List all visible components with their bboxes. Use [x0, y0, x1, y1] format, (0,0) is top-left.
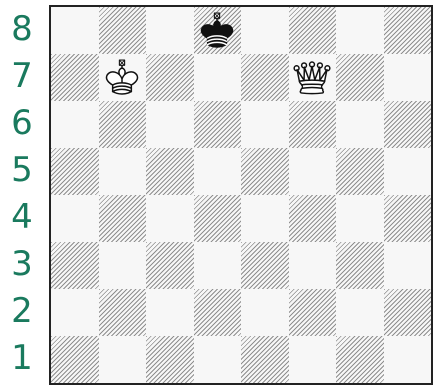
black-king-icon[interactable] [194, 7, 242, 54]
square-e7[interactable] [241, 54, 289, 101]
square-h5[interactable] [384, 148, 432, 195]
square-f3[interactable] [289, 242, 337, 289]
square-g3[interactable] [336, 242, 384, 289]
square-d4[interactable] [194, 195, 242, 242]
square-f1[interactable] [289, 336, 337, 383]
square-c1[interactable] [146, 336, 194, 383]
square-d8[interactable] [194, 7, 242, 54]
square-g1[interactable] [336, 336, 384, 383]
square-b3[interactable] [99, 242, 147, 289]
square-h6[interactable] [384, 101, 432, 148]
square-g7[interactable] [336, 54, 384, 101]
square-c6[interactable] [146, 101, 194, 148]
square-e8[interactable] [241, 7, 289, 54]
square-h8[interactable] [384, 7, 432, 54]
square-d5[interactable] [194, 148, 242, 195]
square-f7[interactable] [289, 54, 337, 101]
square-b2[interactable] [99, 289, 147, 336]
square-f2[interactable] [289, 289, 337, 336]
square-h7[interactable] [384, 54, 432, 101]
square-e5[interactable] [241, 148, 289, 195]
rank-label-6: 6 [0, 100, 44, 147]
square-e1[interactable] [241, 336, 289, 383]
square-a3[interactable] [51, 242, 99, 289]
square-b7[interactable] [99, 54, 147, 101]
square-b8[interactable] [99, 7, 147, 54]
white-king-icon[interactable] [99, 54, 147, 101]
square-c7[interactable] [146, 54, 194, 101]
square-g6[interactable] [336, 101, 384, 148]
rank-labels: 8 7 6 5 4 3 2 1 [0, 6, 48, 384]
square-b1[interactable] [99, 336, 147, 383]
square-c3[interactable] [146, 242, 194, 289]
square-a8[interactable] [51, 7, 99, 54]
square-g8[interactable] [336, 7, 384, 54]
square-d1[interactable] [194, 336, 242, 383]
rank-label-1: 1 [0, 335, 44, 382]
square-h2[interactable] [384, 289, 432, 336]
square-c8[interactable] [146, 7, 194, 54]
square-d6[interactable] [194, 101, 242, 148]
rank-label-3: 3 [0, 241, 44, 288]
rank-label-4: 4 [0, 194, 44, 241]
square-f4[interactable] [289, 195, 337, 242]
square-g4[interactable] [336, 195, 384, 242]
square-c2[interactable] [146, 289, 194, 336]
square-d2[interactable] [194, 289, 242, 336]
square-h1[interactable] [384, 336, 432, 383]
square-e3[interactable] [241, 242, 289, 289]
square-h4[interactable] [384, 195, 432, 242]
square-f6[interactable] [289, 101, 337, 148]
square-a2[interactable] [51, 289, 99, 336]
chess-board [49, 5, 433, 385]
square-a4[interactable] [51, 195, 99, 242]
square-e2[interactable] [241, 289, 289, 336]
square-a5[interactable] [51, 148, 99, 195]
square-c5[interactable] [146, 148, 194, 195]
rank-label-2: 2 [0, 288, 44, 335]
square-a7[interactable] [51, 54, 99, 101]
square-f5[interactable] [289, 148, 337, 195]
square-b4[interactable] [99, 195, 147, 242]
square-d7[interactable] [194, 54, 242, 101]
square-a6[interactable] [51, 101, 99, 148]
square-e4[interactable] [241, 195, 289, 242]
rank-label-7: 7 [0, 53, 44, 100]
rank-label-5: 5 [0, 147, 44, 194]
square-c4[interactable] [146, 195, 194, 242]
square-f8[interactable] [289, 7, 337, 54]
square-e6[interactable] [241, 101, 289, 148]
square-a1[interactable] [51, 336, 99, 383]
white-queen-icon[interactable] [289, 54, 337, 101]
rank-label-8: 8 [0, 6, 44, 53]
square-g5[interactable] [336, 148, 384, 195]
square-g2[interactable] [336, 289, 384, 336]
square-b6[interactable] [99, 101, 147, 148]
square-b5[interactable] [99, 148, 147, 195]
square-d3[interactable] [194, 242, 242, 289]
square-h3[interactable] [384, 242, 432, 289]
